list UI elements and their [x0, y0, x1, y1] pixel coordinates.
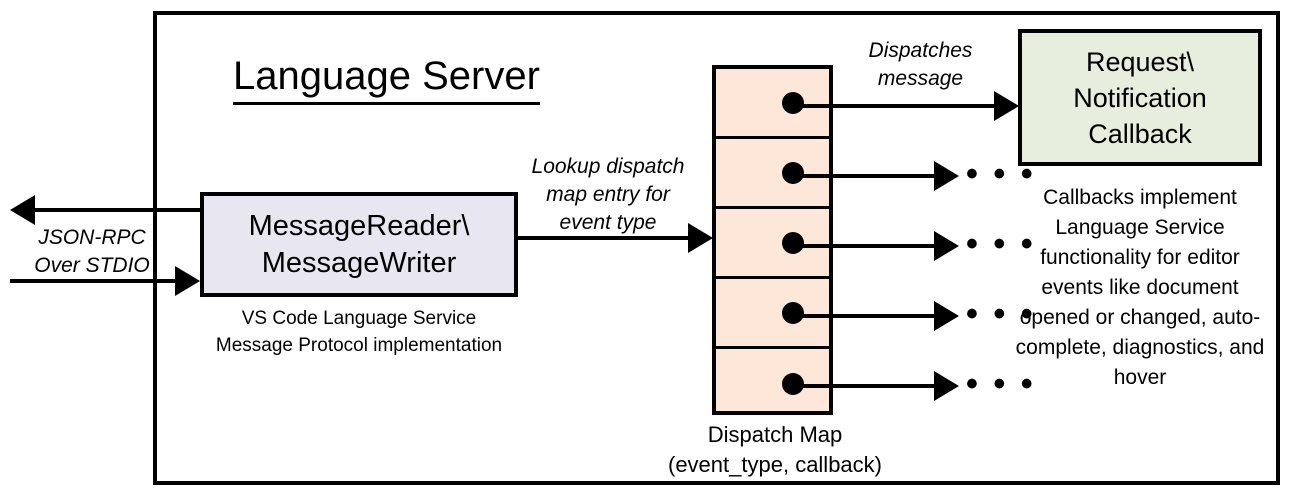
- message-writer-label: MessageWriter: [261, 246, 457, 279]
- dispatch-row2-ellipsis: • • •: [966, 155, 1036, 193]
- dispatch-map-row[interactable]: [716, 209, 829, 279]
- message-reader-writer-box[interactable]: MessageReader\ MessageWriter: [200, 192, 518, 297]
- lookup-dispatch-label: Lookup dispatch map entry for event type: [531, 155, 685, 234]
- page-title: Language Server: [233, 52, 540, 105]
- dispatch-map-row[interactable]: [716, 69, 829, 139]
- dispatch-map-caption: Dispatch Map (event_type, callback): [668, 422, 882, 477]
- dispatch-row5-arrowhead: [934, 371, 959, 401]
- dispatch-row2-arrowhead: [934, 161, 959, 191]
- lookup-dispatch-arrowhead: [688, 223, 713, 253]
- dispatch-row3-arrowhead: [934, 231, 959, 261]
- dispatch-row3-line: [788, 244, 934, 248]
- message-reader-label: MessageReader\: [248, 209, 470, 242]
- incoming-jsonrpc-line: [10, 279, 175, 283]
- callback-line-notification: Notification: [1073, 82, 1207, 113]
- dispatch-entry-dot: [782, 91, 804, 114]
- dispatch-row4-arrowhead: [934, 301, 959, 331]
- dispatch-entry-dot: [782, 231, 804, 254]
- outgoing-jsonrpc-line: [35, 208, 203, 212]
- dispatch-map-row[interactable]: [716, 139, 829, 209]
- callback-line-callback: Callback: [1088, 118, 1192, 149]
- dispatch-row5-line: [788, 384, 934, 388]
- dispatch-entry-dot: [782, 301, 804, 324]
- dispatch-row1-arrowhead: [994, 91, 1019, 121]
- message-reader-writer-caption: VS Code Language Service Message Protoco…: [215, 308, 503, 356]
- dispatch-row1-line: [788, 104, 994, 108]
- outgoing-jsonrpc-arrowhead: [10, 195, 35, 225]
- dispatch-row2-line: [788, 174, 934, 178]
- jsonrpc-over-stdio-label: JSON-RPC Over STDIO: [34, 226, 150, 277]
- dispatch-row4-line: [788, 314, 934, 318]
- dispatch-map-table[interactable]: [712, 65, 833, 415]
- dispatch-entry-dot: [782, 161, 804, 184]
- dispatches-message-label: Dispatches message: [868, 39, 973, 90]
- language-server-boundary: [153, 11, 1280, 485]
- request-notification-callback-box[interactable]: Request\ Notification Callback: [1018, 29, 1262, 166]
- callback-description-caption: Callbacks implement Language Service fun…: [1015, 186, 1265, 389]
- incoming-jsonrpc-arrowhead: [175, 266, 200, 296]
- dispatch-map-row[interactable]: [716, 279, 829, 349]
- lookup-dispatch-line: [518, 236, 688, 240]
- callback-line-request: Request\: [1085, 46, 1195, 77]
